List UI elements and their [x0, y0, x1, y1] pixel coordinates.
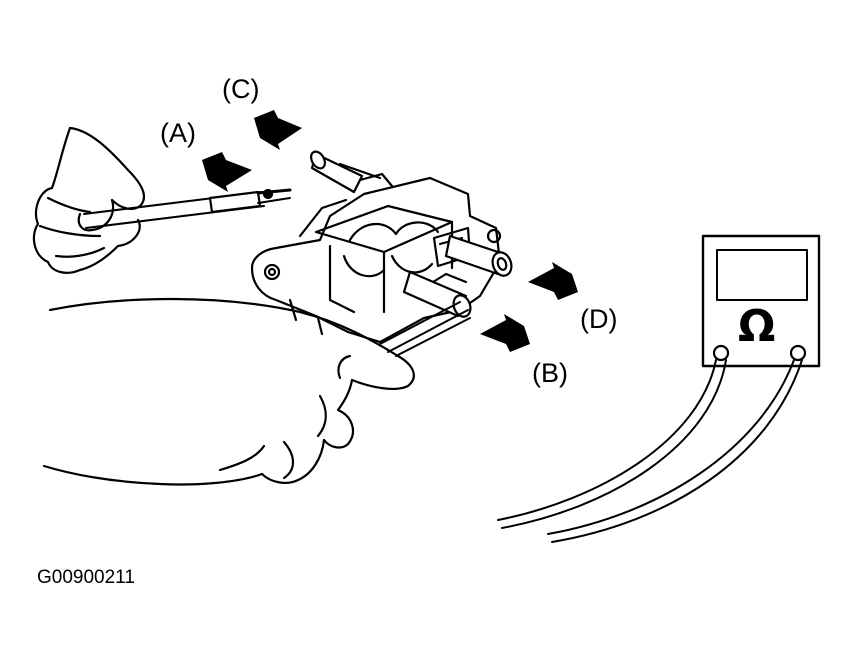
terminal-b — [380, 272, 473, 356]
upper-hand — [34, 128, 144, 273]
arrow-b — [480, 314, 530, 352]
terminal-c — [308, 149, 380, 192]
ohmmeter — [703, 236, 819, 366]
probe-a — [84, 190, 290, 228]
label-b: (B) — [532, 358, 568, 388]
label-d: (D) — [580, 304, 618, 334]
arrow-c — [254, 110, 302, 150]
ohm-symbol: Ω — [738, 301, 776, 352]
arrow-d — [528, 262, 578, 300]
figure-id: G00900211 — [37, 567, 135, 588]
lower-hand — [44, 299, 414, 485]
arrow-a — [202, 152, 252, 192]
meter-leads — [498, 360, 802, 542]
terminal-d — [446, 230, 515, 278]
label-c: (C) — [222, 74, 260, 104]
label-a: (A) — [160, 118, 196, 148]
